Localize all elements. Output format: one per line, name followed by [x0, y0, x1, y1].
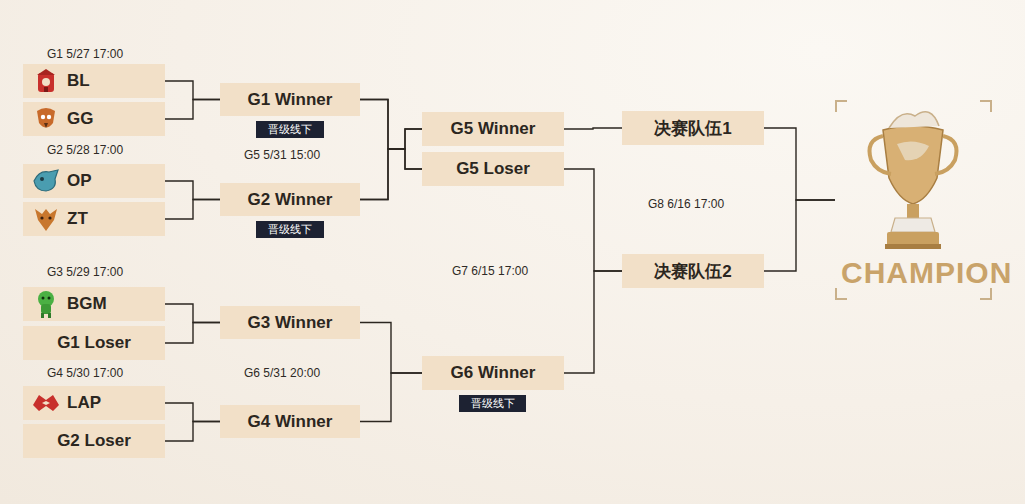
bracket-line: [360, 323, 422, 374]
badge-text: 晋级线下: [471, 396, 515, 411]
bracket-line: [165, 304, 220, 323]
team-box: G2 Loser: [23, 424, 165, 458]
advance-badge: 晋级线下: [459, 395, 526, 412]
bracket-line: [360, 100, 422, 170]
team-name: BGM: [67, 294, 107, 314]
bracket-line: [165, 81, 220, 100]
team-icon: [33, 105, 59, 133]
team-box: BL: [23, 64, 165, 98]
match-time: G2 5/28 17:00: [47, 143, 123, 157]
bracket-line: [764, 128, 835, 200]
team-box: G5 Loser: [422, 152, 564, 186]
champion-frame: CHAMPION: [835, 100, 1018, 300]
trophy: [870, 112, 957, 249]
team-box: G4 Winner: [220, 405, 360, 438]
advance-badge: 晋级线下: [256, 221, 324, 238]
team-icon: [34, 289, 58, 319]
team-name: 决赛队伍1: [654, 117, 731, 140]
bracket-line: [564, 271, 622, 373]
team-name: GG: [67, 109, 93, 129]
team-box: G5 Winner: [422, 112, 564, 146]
team-name: LAP: [67, 393, 101, 413]
bracket-line: [165, 323, 220, 344]
team-icon: [32, 205, 60, 233]
team-name: G3 Winner: [248, 313, 333, 333]
bracket-line: [360, 100, 422, 150]
team-icon: [31, 391, 61, 415]
team-box: 决赛队伍2: [622, 254, 764, 288]
team-name: 决赛队伍2: [654, 260, 731, 283]
team-box: GG: [23, 102, 165, 136]
bracket-line: [165, 200, 220, 220]
team-box: G2 Winner: [220, 183, 360, 216]
team-name: G5 Loser: [456, 159, 530, 179]
team-name: G5 Winner: [451, 119, 536, 139]
advance-badge: 晋级线下: [256, 121, 324, 138]
badge-text: 晋级线下: [268, 122, 312, 137]
bracket-line: [764, 200, 835, 271]
bracket-line: [360, 373, 422, 422]
bracket-line: [564, 169, 622, 271]
bracket-line: [564, 128, 622, 129]
match-time: G1 5/27 17:00: [47, 47, 123, 61]
badge-text: 晋级线下: [268, 222, 312, 237]
team-icon: [31, 167, 61, 195]
team-box: G6 Winner: [422, 356, 564, 390]
bracket-line: [360, 149, 422, 200]
team-box: G1 Loser: [23, 326, 165, 360]
team-box: BGM: [23, 287, 165, 321]
team-name: BL: [67, 71, 90, 91]
bracket-line: [165, 403, 220, 422]
match-time: G7 6/15 17:00: [452, 264, 528, 278]
match-time: G8 6/16 17:00: [648, 197, 724, 211]
team-icon: [33, 67, 59, 95]
match-time: G3 5/29 17:00: [47, 265, 123, 279]
team-box: G1 Winner: [220, 83, 360, 116]
bracket-line: [360, 129, 422, 200]
bracket-line: [165, 100, 220, 120]
team-box: LAP: [23, 386, 165, 420]
team-box: OP: [23, 164, 165, 198]
bracket-line: [165, 422, 220, 442]
team-name: G2 Winner: [248, 190, 333, 210]
team-name: ZT: [67, 209, 88, 229]
team-box: ZT: [23, 202, 165, 236]
team-name: G2 Loser: [57, 431, 131, 451]
team-name: G4 Winner: [248, 412, 333, 432]
match-time: G4 5/30 17:00: [47, 366, 123, 380]
team-box: 决赛队伍1: [622, 111, 764, 145]
team-name: G1 Winner: [248, 90, 333, 110]
match-time: G5 5/31 15:00: [244, 148, 320, 162]
team-box: G3 Winner: [220, 306, 360, 339]
team-name: G6 Winner: [451, 363, 536, 383]
team-name: G1 Loser: [57, 333, 131, 353]
match-time: G6 5/31 20:00: [244, 366, 320, 380]
bracket-line: [165, 181, 220, 200]
team-name: OP: [67, 171, 92, 191]
champion-title: CHAMPION: [841, 256, 1012, 290]
